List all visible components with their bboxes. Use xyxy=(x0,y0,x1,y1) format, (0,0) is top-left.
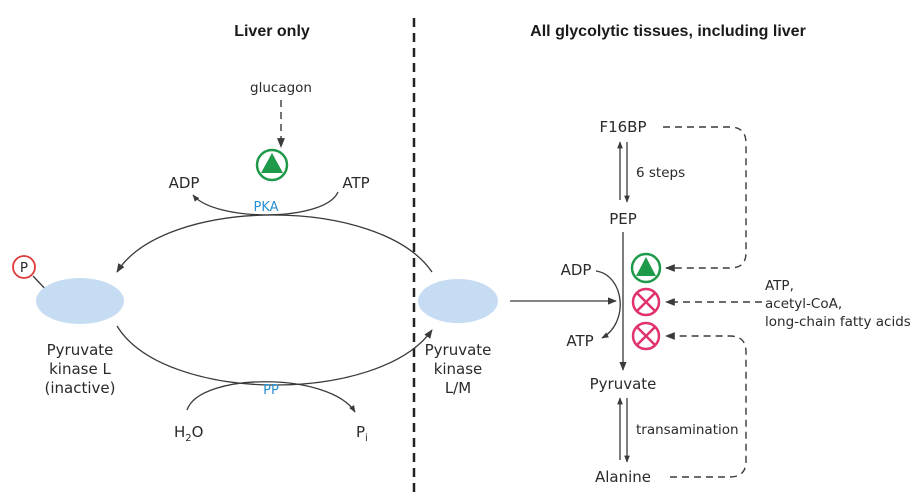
left-heading: Liver only xyxy=(234,23,310,40)
adp-label: ADP xyxy=(169,174,200,192)
inhibitor-label-1: ATP, xyxy=(765,278,794,294)
inhibitor-icon xyxy=(631,287,661,317)
f16bp-label: F16BP xyxy=(599,118,646,136)
right-heading: All glycolytic tissues, including liver xyxy=(530,23,806,40)
six-steps-label: 6 steps xyxy=(636,165,685,181)
f16bp-activation-arrow xyxy=(663,126,747,272)
activator-icon xyxy=(255,148,289,182)
adp-to-atp-arrow xyxy=(595,270,621,339)
phosphate-icon: P xyxy=(12,255,36,279)
pp-label: PP xyxy=(263,383,279,398)
glucagon-label: glucagon xyxy=(250,80,312,96)
h2o-label: H2O xyxy=(174,423,203,444)
inactive-enzyme-label-1: Pyruvate xyxy=(47,341,114,359)
inactive-enzyme-label-3: (inactive) xyxy=(45,379,116,397)
alanine-label: Alanine xyxy=(595,468,651,486)
transamination-label: transamination xyxy=(636,422,739,438)
inhibitor-icon xyxy=(631,321,661,351)
adp-input-label: ADP xyxy=(561,261,592,279)
pi-label: Pi xyxy=(356,423,368,444)
active-enzyme-label-2: kinase xyxy=(434,360,483,378)
atp-output-label: ATP xyxy=(566,332,593,350)
dephosphorylation-arrow xyxy=(116,325,433,386)
inactive-enzyme-label-2: kinase L xyxy=(49,360,111,378)
alanine-inhibition-arrow xyxy=(665,332,747,478)
pyruvate-kinase-lm-active-enzyme xyxy=(418,279,498,323)
pep-label: PEP xyxy=(609,210,637,228)
atp-label: ATP xyxy=(342,174,369,192)
active-enzyme-label-3: L/M xyxy=(445,379,471,397)
svg-text:P: P xyxy=(20,260,28,276)
inhibitor-label-3: long-chain fatty acids xyxy=(765,314,910,330)
inhibitor-label-2: acetyl-CoA, xyxy=(765,296,842,312)
pyruvate-kinase-l-inactive-enzyme xyxy=(36,278,124,324)
pyruvate-label: Pyruvate xyxy=(590,375,657,393)
activator-icon xyxy=(630,252,662,284)
phosphorylation-arrow xyxy=(116,214,433,273)
active-enzyme-label-1: Pyruvate xyxy=(425,341,492,359)
pp-side-arrow xyxy=(186,381,356,413)
pka-label: PKA xyxy=(253,200,278,215)
